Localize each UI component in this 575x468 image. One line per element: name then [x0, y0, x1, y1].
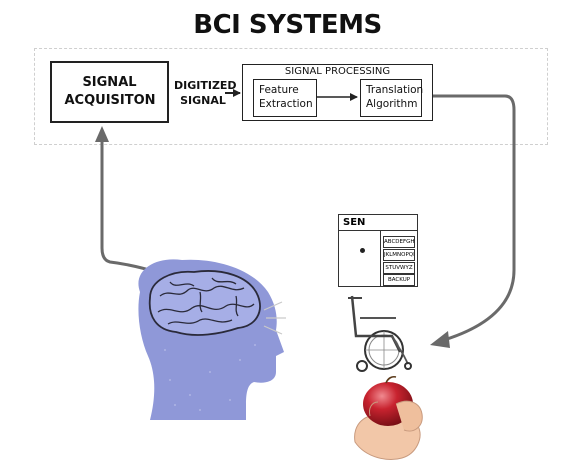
hand-holding-apple-icon: [354, 375, 423, 460]
cursor-dot-icon: [360, 248, 365, 253]
wheelchair-icon: [348, 295, 412, 372]
processing-pipeline-panel: [34, 48, 548, 145]
speller-option: ABCDEFGHI: [383, 236, 415, 248]
signal-acquisition-label: SIGNAL ACQUISITON: [64, 75, 156, 108]
speller-screen: SEN ABCDEFGHI JKLMNOPQR STUVWYZ BACKUP: [338, 214, 418, 287]
brain-icon: [148, 270, 261, 336]
digitized-signal-label: DIGITIZED SIGNAL: [174, 79, 237, 107]
diagram-title: BCI SYSTEMS: [193, 10, 382, 40]
speller-cursor-area: [339, 231, 381, 286]
signal-acquisition-box: SIGNAL ACQUISITON: [50, 61, 169, 123]
feature-extraction-box: Feature Extraction: [253, 79, 317, 117]
brain-signal-arrowhead-icon: [95, 126, 109, 142]
speller-header: SEN: [339, 215, 417, 231]
signal-processing-title: SIGNAL PROCESSING: [284, 66, 391, 77]
translation-algorithm-box: Translation Algorithm: [360, 79, 424, 117]
output-arrowhead-icon: [430, 331, 450, 348]
feature-extraction-label: Feature Extraction: [259, 84, 313, 110]
speller-option: JKLMNOPQR: [383, 249, 415, 261]
speller-option: STUVWYZ: [383, 262, 415, 274]
output-arrow-icon: [433, 94, 516, 342]
thought-rays-icon: [263, 301, 286, 335]
signal-processing-box: SIGNAL PROCESSING Feature Extraction Tra…: [242, 64, 433, 121]
translation-algorithm-label: Translation Algorithm: [366, 84, 424, 110]
speller-option: BACKUP: [383, 274, 415, 286]
